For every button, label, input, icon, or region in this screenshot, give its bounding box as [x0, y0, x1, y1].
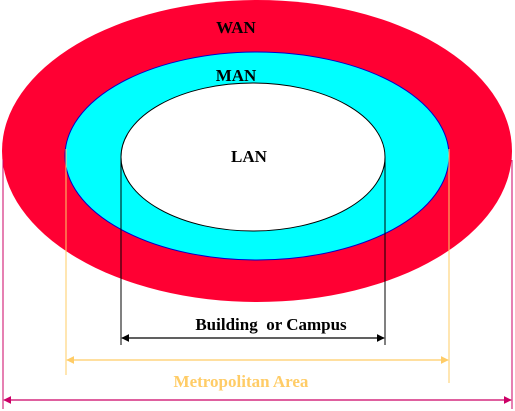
wan-label: WAN — [216, 18, 256, 37]
lan-label: LAN — [231, 147, 268, 166]
wide-area-dimension — [2, 160, 513, 409]
building-dimension: Building or Campus — [120, 157, 386, 345]
man-label: MAN — [216, 66, 257, 85]
metropolitan-dimension: Metropolitan Area — [65, 149, 450, 391]
building-label: Building or Campus — [195, 315, 347, 334]
metro-label: Metropolitan Area — [174, 372, 309, 391]
